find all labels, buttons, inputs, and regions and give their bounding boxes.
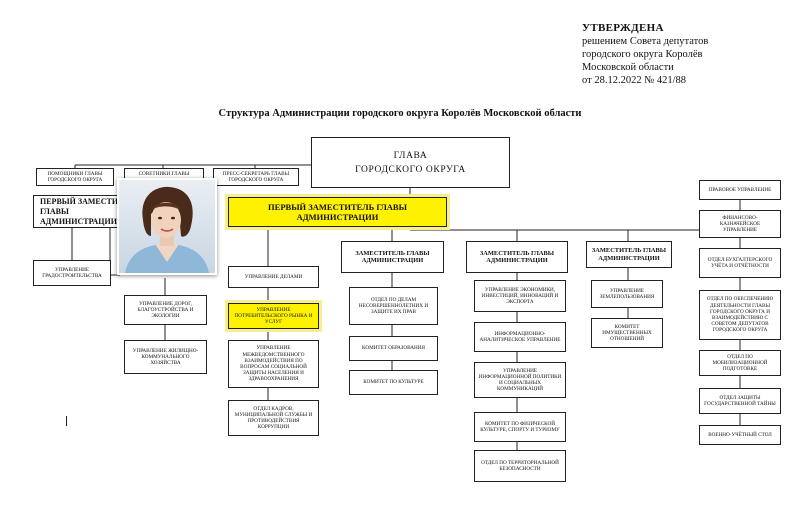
margin-tick [66, 416, 67, 426]
approval-heading: УТВЕРЖДЕНА [582, 22, 664, 34]
unit-military-registration: Военно-учётный стол [699, 425, 781, 445]
deputy-1-box: ЗАМЕСТИТЕЛЬ ГЛАВЫ АДМИНИСТРАЦИИ [341, 241, 444, 273]
head-line-2: ГОРОДСКОГО ОКРУГА [355, 164, 466, 175]
unit-info-policy: Управление информационной политики и соц… [474, 362, 566, 398]
unit-personnel: Отдел кадров, муниципальной службы и про… [228, 400, 319, 436]
unit-state-secret: Отдел защиты государственной тайны [699, 388, 781, 414]
deputy-2-box: ЗАМЕСТИТЕЛЬ ГЛАВЫ АДМИНИСТРАЦИИ [466, 241, 568, 273]
head-of-district-box: ГЛАВА ГОРОДСКОГО ОКРУГА [311, 137, 510, 188]
unit-info-analytics: Информационно-аналитическое управление [474, 322, 566, 352]
approval-stamp: УТВЕРЖДЕНА решением Совета депутатов гор… [582, 22, 792, 87]
unit-juvenile-affairs: Отдел по делам несовершеннолетних и защи… [349, 287, 438, 325]
unit-territorial-security: Отдел по территориальной безопасности [474, 450, 566, 482]
unit-housing-utilities: Управление жилищно-коммунального хозяйст… [124, 340, 207, 374]
unit-education-committee: Комитет образования [349, 336, 438, 361]
deputy-photo [117, 178, 217, 275]
unit-legal: Правовое управление [699, 180, 781, 200]
unit-interagency-social: Управление межведомственного взаимодейст… [228, 340, 319, 388]
document-title: Структура Администрации городского округ… [218, 108, 582, 119]
head-line-1: ГЛАВА [393, 150, 428, 161]
approval-line-1: решением Совета депутатов [582, 36, 709, 47]
unit-finance-treasury: Финансово-казначейское управление [699, 210, 781, 238]
deputy-3-box: ЗАМЕСТИТЕЛЬ ГЛАВЫ АДМИНИСТРАЦИИ [586, 241, 672, 268]
unit-urban-planning: Управление градостроительства [33, 260, 111, 286]
unit-property-committee: Комитет имущественных отношений [591, 318, 663, 348]
unit-sport-tourism: Комитет по физической культуре, спорту и… [474, 412, 566, 442]
assistants-box: Помощники главы городского округа [36, 168, 114, 186]
unit-land-use: Управление землепользования [591, 280, 663, 308]
unit-economy-investment: Управление экономики, инвестиций, иннова… [474, 280, 566, 312]
first-deputy-b-box: ПЕРВЫЙ ЗАМЕСТИТЕЛЬ ГЛАВЫ АДМИНИСТРАЦИИ [228, 197, 447, 227]
approval-line-2: городского округа Королёв [582, 49, 703, 60]
approval-line-4: от 28.12.2022 № 421/88 [582, 75, 687, 86]
unit-roads-ecology: Управление дорог, благоустройства и экол… [124, 295, 207, 325]
unit-accounting: Отдел бухгалтерского учёта и отчётности [699, 248, 781, 278]
unit-affairs: Управление делами [228, 266, 319, 288]
unit-culture-committee: Комитет по культуре [349, 370, 438, 395]
unit-head-support: Отдел по обеспечению деятельности главы … [699, 290, 781, 340]
unit-mobilization: Отдел по мобилизационной подготовке [699, 350, 781, 376]
press-secretary-box: Пресс-секретарь главы городского округа [213, 168, 299, 186]
approval-line-3: Московской области [582, 62, 674, 73]
unit-consumer-market: Управление потребительского рынка и услу… [228, 303, 319, 329]
